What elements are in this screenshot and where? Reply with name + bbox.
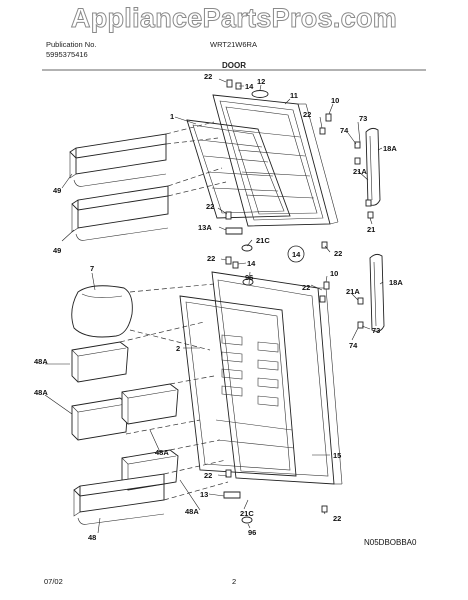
callout-14: 14: [245, 82, 254, 91]
callout-11: 11: [290, 91, 298, 100]
callout-22: 22: [206, 202, 214, 211]
callout-48a: 48A: [34, 388, 48, 397]
footer-page: 2: [232, 577, 236, 586]
callout-48a: 48A: [155, 448, 169, 457]
callout-96: 96: [245, 273, 253, 282]
callout-14-circled: 14: [292, 250, 301, 259]
callout-48a: 48A: [34, 357, 48, 366]
callout-14: 14: [247, 259, 256, 268]
callout-22: 22: [207, 254, 215, 263]
callout-21a: 21A: [346, 287, 360, 296]
section-title: DOOR: [222, 61, 246, 70]
callout-48a: 48A: [185, 507, 199, 516]
shelf-guide-lines-top: [165, 121, 227, 197]
door-bin-48a-left-upper: [71, 341, 129, 383]
fresh-handle-screw-10: [323, 281, 330, 290]
callout-74: 74: [349, 341, 358, 350]
callout-21c: 21C: [256, 236, 270, 245]
callout-18a: 18A: [389, 278, 403, 287]
callout-49: 49: [53, 246, 61, 255]
callout-96: 96: [248, 528, 256, 537]
callout-22: 22: [334, 249, 342, 258]
callout-2: 2: [176, 344, 180, 353]
callout-13: 13: [200, 490, 208, 499]
freezer-top-screw-22: [226, 79, 233, 88]
model-number: WRT21W6RA: [210, 40, 257, 49]
freezer-hinge-cap-12: [251, 90, 269, 98]
door-bin-48a-right-upper: [121, 383, 179, 425]
shelf-guide-lines-bottom: [163, 459, 229, 501]
callout-73: 73: [372, 326, 380, 335]
callout-22: 22: [204, 72, 212, 81]
dairy-guide-lines: [129, 283, 215, 351]
callout-49: 49: [53, 186, 61, 195]
callout-74: 74: [340, 126, 349, 135]
callout-circle-14: [287, 245, 305, 263]
watermark: AppliancePartsPros.com: [70, 3, 398, 34]
fresh-hinge-cap-96: [242, 278, 254, 286]
freezer-side-screw-22: [319, 127, 326, 135]
callout-21c: 21C: [240, 509, 254, 518]
callout-13a: 13A: [198, 223, 212, 232]
dairy-compartment-7: [71, 285, 133, 338]
freezer-handle-screw-10: [325, 113, 332, 122]
freezer-shelf-lower: [71, 185, 169, 241]
callout-22: 22: [204, 471, 212, 480]
callout-22: 22: [333, 514, 341, 523]
callout-21: 21: [367, 225, 375, 234]
callout-22: 22: [302, 283, 310, 292]
callout-12: 12: [257, 77, 265, 86]
footer-date: 07/02: [44, 577, 63, 586]
publication-number: 5995375416: [46, 50, 88, 59]
bin-guide-lines: [119, 321, 221, 451]
freezer-door-gasket: [186, 119, 291, 219]
door-shelf-48: [73, 473, 165, 525]
fresh-bottom-hinge: [223, 469, 328, 524]
diagram-code: N05DBOBBA0: [364, 538, 417, 547]
callout-73: 73: [359, 114, 367, 123]
fresh-top-plug-14: [232, 261, 239, 269]
fresh-food-door-outer: [211, 271, 343, 485]
fresh-top-screw-22: [225, 256, 232, 265]
freezer-handle-18a: [354, 127, 381, 219]
freezer-door-outer: [212, 94, 339, 227]
callout-10: 10: [330, 269, 338, 278]
callout-10: 10: [331, 96, 339, 105]
fresh-handle-18a: [357, 253, 385, 332]
freezer-shelf-upper: [69, 133, 167, 187]
callout-7: 7: [90, 264, 94, 273]
callout-21a: 21A: [353, 167, 367, 176]
leader-lines: [44, 78, 384, 534]
door-bin-48a-left-lower: [71, 397, 129, 441]
freezer-bottom-hinge: [225, 211, 328, 252]
callout-1: 1: [170, 112, 174, 121]
callout-22: 22: [303, 110, 311, 119]
callout-48: 48: [88, 533, 96, 542]
fresh-food-door-gasket: [179, 295, 297, 477]
callout-15: 15: [333, 451, 341, 460]
fresh-side-screw-22: [319, 295, 326, 303]
publication-label: Publication No.: [46, 40, 97, 49]
callout-18a: 18A: [383, 144, 397, 153]
